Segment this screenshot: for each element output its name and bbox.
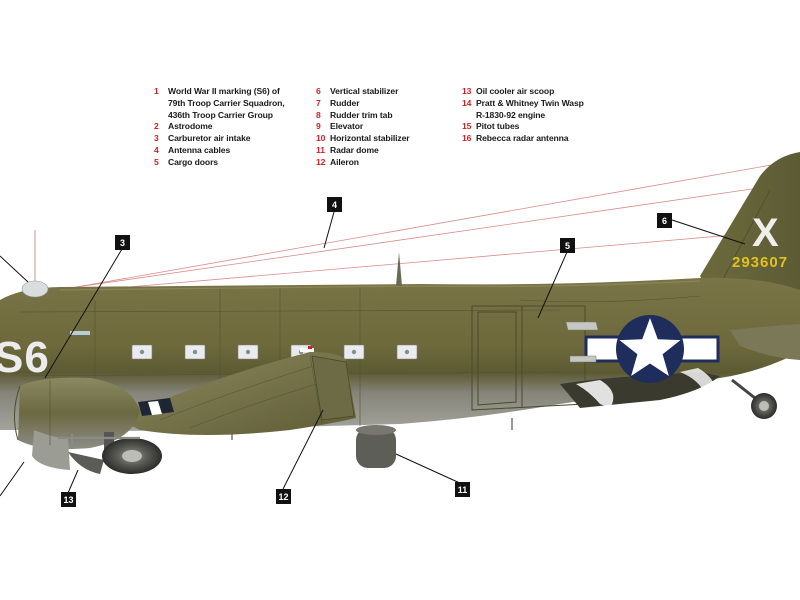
legend-item-8: 8 Rudder trim tab	[316, 110, 410, 122]
legend-label: Elevator	[330, 121, 364, 132]
legend-item-12: 12 Aileron	[316, 157, 410, 169]
legend-number: 7	[316, 97, 321, 108]
legend-label: Cargo doors	[168, 156, 218, 167]
legend-label: Radar dome	[330, 144, 379, 155]
legend-number: 6	[316, 86, 321, 96]
tail-wheel	[731, 378, 777, 419]
legend-item-7: 7 Rudder	[316, 98, 410, 110]
legend-item-6: 6 Vertical stabilizer	[316, 86, 410, 98]
callout-3: 3	[115, 235, 130, 250]
legend-label: Aileron	[330, 156, 359, 167]
callout-4: 4	[327, 197, 342, 212]
legend-label: Astrodome	[168, 121, 213, 132]
legend-label: Horizontal stabilizer	[330, 133, 410, 144]
main-wing	[120, 352, 356, 435]
legend-item-10: 10 Horizontal stabilizer	[316, 133, 410, 145]
legend-label: Rudder	[330, 97, 360, 108]
lower-camouflage	[560, 368, 720, 408]
id-light	[70, 331, 90, 335]
legend-number: 8	[316, 109, 321, 120]
legend-label: 79th Troop Carrier Squadron,	[168, 97, 285, 108]
callout-5: 5	[560, 238, 575, 253]
legend-label: Vertical stabilizer	[330, 86, 399, 96]
legend-item-13: 13 Oil cooler air scoop	[462, 86, 584, 98]
legend-label: Oil cooler air scoop	[476, 86, 555, 96]
legend-item-2: 2 Astrodome	[154, 121, 285, 133]
legend-label: 436th Troop Carrier Group	[168, 109, 273, 120]
national-insignia	[584, 315, 720, 383]
antenna-cables	[47, 159, 800, 293]
legend-label: R-1830-92 engine	[476, 109, 546, 120]
legend-column-3: 13 Oil cooler air scoop 14 Pratt & Whitn…	[462, 86, 584, 145]
legend-item-1: 1 World War II marking (S6) of 79th Troo…	[154, 86, 285, 121]
legend-number: 13	[462, 86, 472, 96]
legend-item-16: 16 Rebecca radar antenna	[462, 133, 584, 145]
legend-number: 10	[316, 133, 326, 144]
legend-label: Pitot tubes	[476, 121, 520, 132]
radar-dome	[356, 425, 396, 468]
squadron-code: S6	[0, 333, 50, 382]
pitot-tubes	[58, 434, 140, 444]
legend-label: Carburetor air intake	[168, 133, 251, 144]
legend-number: 1	[154, 86, 159, 96]
legend-number: 5	[154, 156, 159, 167]
legend-item-4: 4 Antenna cables	[154, 145, 285, 157]
dorsal-antenna	[396, 252, 402, 286]
oil-cooler-scoop	[68, 452, 104, 474]
main-landing-gear	[102, 432, 162, 474]
legend-column-2: 6 Vertical stabilizer 7 Rudder 8 Rudder …	[316, 86, 410, 169]
legend-item-14: 14 Pratt & Whitney Twin Wasp R-1830-92 e…	[462, 98, 584, 122]
legend-number: 9	[316, 121, 321, 132]
tail-serial: 293607	[732, 254, 788, 271]
legend-number: 2	[154, 121, 159, 132]
aileron	[311, 355, 355, 421]
callout-13: 13	[61, 492, 76, 507]
legend-label: Rebecca radar antenna	[476, 133, 569, 144]
legend-number: 14	[462, 97, 472, 108]
legend-item-15: 15 Pitot tubes	[462, 121, 584, 133]
legend-label: World War II marking (S6) of	[168, 86, 280, 96]
legend-column-1: 1 World War II marking (S6) of 79th Troo…	[154, 86, 285, 169]
legend-number: 4	[154, 144, 159, 155]
tail-letter: X	[752, 211, 779, 255]
legend-number: 12	[316, 156, 326, 167]
wing-tip-light	[300, 348, 314, 352]
legend-item-9: 9 Elevator	[316, 121, 410, 133]
legend-item-3: 3 Carburetor air intake	[154, 133, 285, 145]
callout-11: 11	[455, 482, 470, 497]
legend-label: Pratt & Whitney Twin Wasp	[476, 97, 584, 108]
legend-number: 16	[462, 133, 472, 144]
astrodome	[21, 280, 49, 298]
engine-nacelle	[14, 377, 140, 470]
legend-item-5: 5 Cargo doors	[154, 157, 285, 169]
legend-item-11: 11 Radar dome	[316, 145, 410, 157]
legend-number: 15	[462, 121, 472, 132]
horizontal-stabilizer	[730, 324, 800, 360]
legend-label: Rudder trim tab	[330, 109, 393, 120]
callout-6: 6	[657, 213, 672, 228]
leader-lines	[0, 211, 746, 497]
legend-label: Antenna cables	[168, 144, 231, 155]
callout-12: 12	[276, 489, 291, 504]
legend-number: 11	[316, 144, 325, 155]
legend-number: 3	[154, 133, 159, 144]
